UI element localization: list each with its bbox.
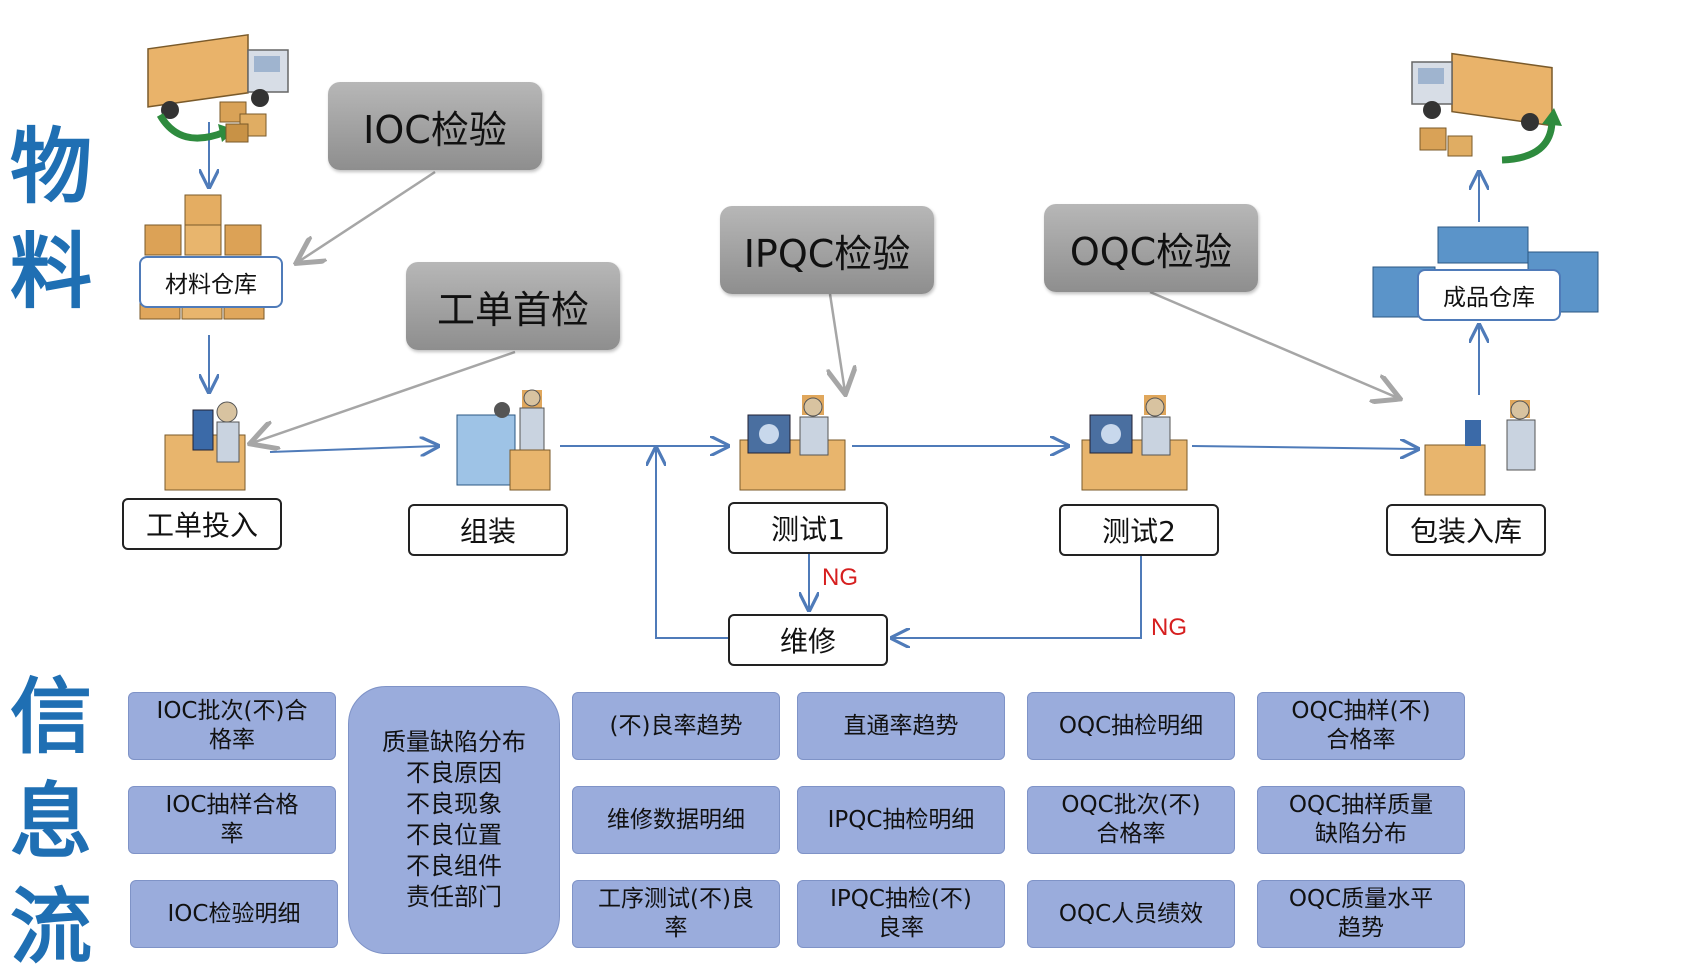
info-repair-data-detail: 维修数据明细 (572, 786, 780, 854)
work-order-worker-icon (164, 401, 246, 491)
arrow-test2-ng-to-repair (892, 552, 1142, 638)
info-ipqc-sampling-yield: IPQC抽检(不) 良率 (797, 880, 1005, 948)
ng-label-test2: NG (1151, 614, 1187, 641)
info-quality-defect-distribution: 质量缺陷分布 不良原因 不良现象 不良位置 不良组件 责任部门 (348, 686, 560, 954)
info-oqc-sample-defect-distribution: OQC抽样质量 缺陷分布 (1257, 786, 1465, 854)
step-repair: 维修 (728, 614, 888, 666)
material-flow-label: 物料 (10, 120, 93, 320)
info-ioc-batch-pass-rate: IOC批次(不)合 格率 (128, 692, 336, 760)
step-test2: 测试2 (1059, 504, 1219, 556)
test2-worker-icon (1081, 395, 1188, 491)
arrow-oqc-to-pack (1149, 290, 1398, 398)
info-oqc-sample-pass-rate: OQC抽样(不) 合格率 (1257, 692, 1465, 760)
info-process-test-yield: 工序测试(不)良 率 (572, 880, 780, 948)
step-assembly: 组装 (408, 504, 568, 556)
info-ioc-inspection-detail: IOC检验明细 (130, 880, 338, 948)
info-oqc-staff-performance: OQC人员绩效 (1027, 880, 1235, 948)
ng-label-test1: NG (822, 564, 858, 591)
info-oqc-quality-level-trend: OQC质量水平 趋势 (1257, 880, 1465, 948)
outgoing-truck-icon (1411, 52, 1562, 164)
info-ipqc-sampling-detail: IPQC抽检明细 (797, 786, 1005, 854)
step-test1: 测试1 (728, 502, 888, 554)
arrow-repair-back-to-line (656, 448, 730, 639)
oqc-inspection-box: OQC检验 (1044, 204, 1258, 292)
material-warehouse-label: 材料仓库 (139, 256, 283, 308)
step-pack-store: 包装入库 (1386, 504, 1546, 556)
finished-warehouse-label: 成品仓库 (1417, 269, 1561, 321)
ipqc-inspection-box: IPQC检验 (720, 206, 934, 294)
info-oqc-sampling-detail: OQC抽检明细 (1027, 692, 1235, 760)
arrow-test2-to-pack (1191, 446, 1418, 449)
first-article-inspection-box: 工单首检 (406, 262, 620, 350)
arrow-ioc-to-warehouse (298, 170, 436, 262)
info-first-pass-yield-trend: 直通率趋势 (797, 692, 1005, 760)
assembly-worker-icon (456, 389, 551, 491)
info-ioc-sample-pass-rate: IOC抽样合格 率 (128, 786, 336, 854)
info-yield-trend: (不)良率趋势 (572, 692, 780, 760)
info-oqc-batch-pass-rate: OQC批次(不) 合格率 (1027, 786, 1235, 854)
arrow-ipqc-to-test1 (830, 293, 845, 392)
incoming-truck-icon (147, 33, 289, 143)
test1-worker-icon (739, 395, 846, 491)
ioc-inspection-box: IOC检验 (328, 82, 542, 170)
arrow-first-article-to-workorder (252, 350, 516, 443)
info-flow-label: 信息流 (10, 670, 93, 975)
arrow-workorder-to-assembly (269, 446, 438, 452)
packing-worker-icon (1424, 400, 1536, 496)
step-work-order: 工单投入 (122, 498, 282, 550)
